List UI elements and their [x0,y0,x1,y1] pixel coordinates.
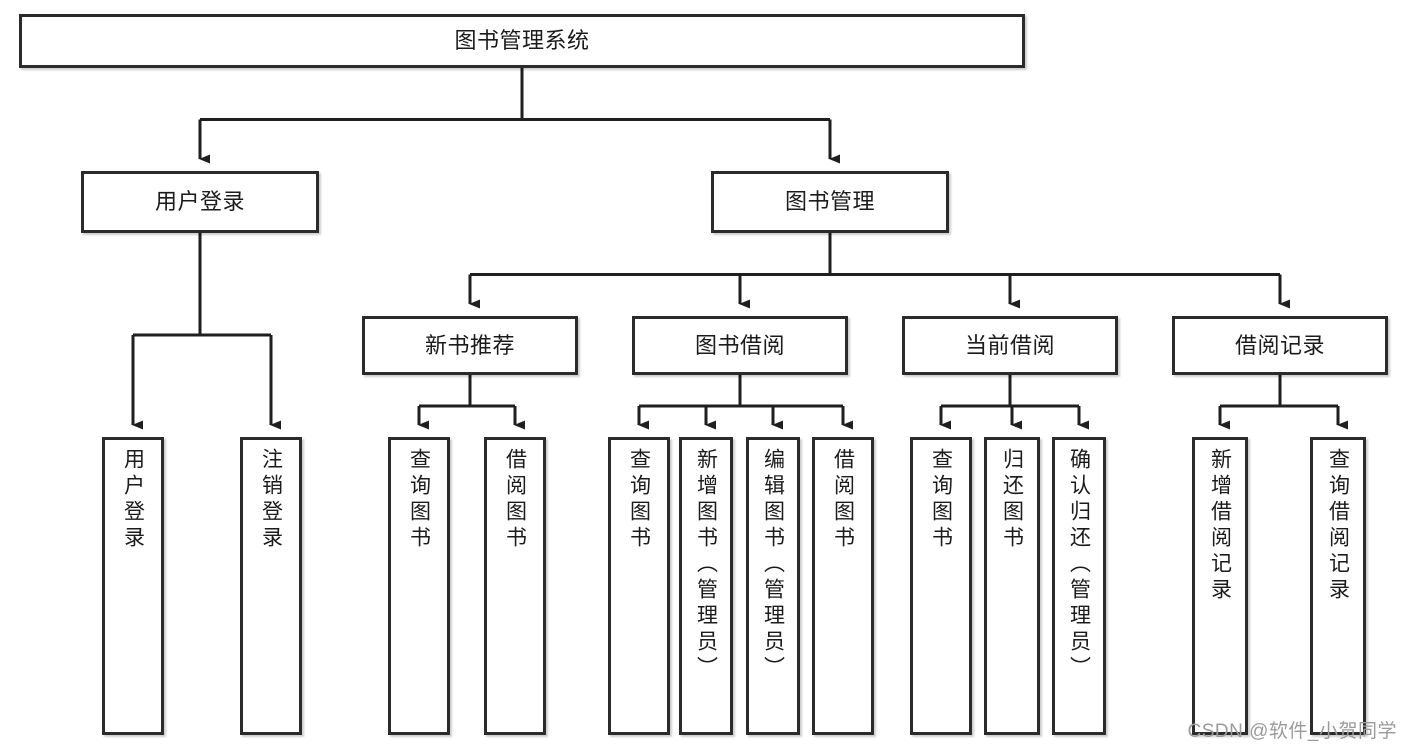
node-label: 借阅记录 [1234,332,1325,358]
node-label: 注销登录 [259,448,283,552]
watermark-text: CSDN @软件_小贺同学 [1187,721,1397,742]
node-bookmgmt[interactable]: 图书管理 [711,171,949,233]
node-leaf-query-book-3[interactable]: 查询图书 [910,437,972,735]
node-label: 查询图书 [627,448,651,552]
node-leaf-borrow-book-1[interactable]: 借阅图书 [484,437,546,735]
node-label: 确认归还（管理员） [1067,448,1091,682]
node-label: 新增图书（管理员） [694,448,718,682]
node-label: 用户登录 [154,189,245,215]
node-root[interactable]: 图书管理系统 [19,14,1025,68]
node-leaf-confirm-return[interactable]: 确认归还（管理员） [1052,437,1106,735]
node-label: 借阅图书 [831,448,855,552]
node-leaf-return-book[interactable]: 归还图书 [984,437,1040,735]
node-leaf-add-record[interactable]: 新增借阅记录 [1192,437,1248,735]
node-leaf-user-login[interactable]: 用户登录 [102,437,164,735]
node-label: 图书借阅 [694,332,785,358]
node-label: 查询图书 [929,448,953,552]
node-label: 借阅图书 [503,448,527,552]
node-label: 新增借阅记录 [1208,448,1232,604]
node-leaf-query-book-1[interactable]: 查询图书 [388,437,450,735]
node-label: 当前借阅 [964,332,1055,358]
node-leaf-add-book[interactable]: 新增图书（管理员） [679,437,733,735]
node-label: 查询图书 [407,448,431,552]
node-records[interactable]: 借阅记录 [1172,316,1388,375]
node-current[interactable]: 当前借阅 [902,316,1118,375]
node-leaf-logout[interactable]: 注销登录 [240,437,302,735]
node-label: 用户登录 [121,448,145,552]
node-label: 新书推荐 [424,332,515,358]
node-label: 编辑图书（管理员） [761,448,785,682]
node-label: 查询借阅记录 [1326,448,1350,604]
node-leaf-edit-book[interactable]: 编辑图书（管理员） [746,437,800,735]
node-leaf-query-book-2[interactable]: 查询图书 [608,437,670,735]
node-label: 归还图书 [1000,448,1024,552]
node-label: 图书管理 [784,189,875,215]
node-leaf-borrow-book-2[interactable]: 借阅图书 [812,437,874,735]
node-borrow[interactable]: 图书借阅 [632,316,848,375]
node-newbook[interactable]: 新书推荐 [362,316,578,375]
node-leaf-query-record[interactable]: 查询借阅记录 [1310,437,1366,735]
node-label: 图书管理系统 [454,28,590,54]
node-login[interactable]: 用户登录 [81,171,319,233]
